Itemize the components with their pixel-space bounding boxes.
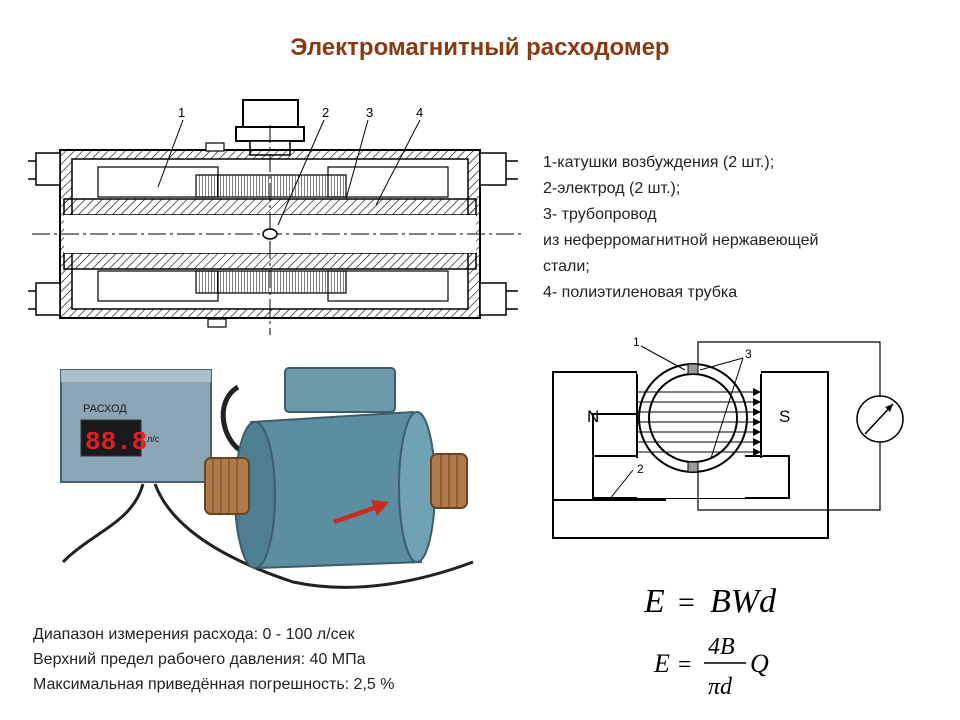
spec-error: Максимальная приведённая погрешность: 2,… [33,676,395,693]
legend-item: 1-катушки возбуждения (2 шт.); [543,154,775,171]
drawing-callout-2: 2 [322,105,329,120]
legend-item: 3- трубопровод [543,206,657,223]
legend-item: из неферромагнитной нержавеющей [543,232,819,249]
device-photo: РАСХОД 88.8 л/с [33,362,495,602]
drawing-callout-3: 3 [366,105,373,120]
formula1-eq: = [678,586,695,619]
formula2-denominator: πd [708,674,733,700]
specifications: Диапазон измерения расхода: 0 - 100 л/се… [33,622,503,697]
legend-item: 4- полиэтиленовая трубка [543,284,738,301]
schematic-callout-2: 2 [637,462,644,476]
formulas: E = BWd E = 4B πd Q [643,583,777,700]
formula1-rhs: BWd [710,583,777,620]
flowmeter-section-drawing: 1 2 3 4 [28,99,524,335]
spec-range: Диапазон измерения расхода: 0 - 100 л/се… [33,626,355,643]
formula2-lhs: E [653,649,670,678]
schematic-callout-3: 3 [745,347,752,361]
drawing-callout-1: 1 [178,105,185,120]
page-title: Электромагнитный расходомер [290,34,670,61]
legend-item: 2-электрод (2 шт.); [543,180,681,197]
device-label: РАСХОД [83,403,127,415]
formula2-eq: = [678,652,692,678]
schematic-callout-1: 1 [633,335,640,349]
drawing-callout-4: 4 [416,105,423,120]
pole-south-label: S [779,407,790,426]
formula1-lhs: E [643,583,665,620]
spec-pressure: Верхний предел рабочего давления: 40 МПа [33,651,366,668]
display-digits: 88.8 [85,427,147,457]
legend-item: стали; [543,258,590,275]
pole-north-label: N [587,407,599,426]
parts-legend: 1-катушки возбуждения (2 шт.); 2-электро… [543,150,943,306]
formula2-numerator: 4B [708,634,735,660]
formula2-tail: Q [750,649,769,678]
display-unit: л/с [147,434,160,444]
principle-schematic: N S 1 2 3 [552,335,904,539]
